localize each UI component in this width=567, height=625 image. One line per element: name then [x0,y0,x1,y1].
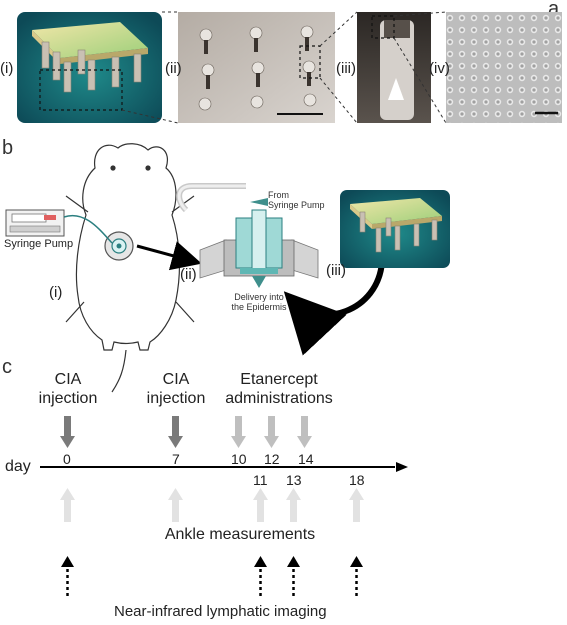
label-a-ii: (ii) [165,60,182,77]
label-a-iii: (iii) [336,60,356,77]
cia-injection-label-2: CIA injection [146,371,206,407]
from-syringe-pump-label: From Syringe Pump [268,190,325,210]
etanercept-label: Etanercept administrations [225,371,333,407]
axis-arrowhead [396,462,408,472]
panel-c-letter: c [2,356,12,378]
label-b-i: (i) [49,284,63,301]
sem-image-a-ii [178,12,335,123]
day-18: 18 [349,472,365,488]
label-a-iv: (iv) [429,60,450,77]
zoom-connectors-a [121,11,447,124]
day-14: 14 [298,451,314,467]
day-7: 7 [172,451,180,467]
day-11: 11 [253,472,268,488]
syringe-pump-label: Syringe Pump [4,238,74,250]
sem-image-a-iii [357,12,431,123]
cia-injection-label-1: CIA injection [38,371,98,407]
label-b-ii: (ii) [180,266,197,283]
syringe-pump [5,209,65,237]
etanercept-arrow-day-10 [231,416,246,448]
ankle-arrows [60,488,364,522]
day-axis-label: day [5,458,31,475]
patch-image-a-i [17,12,162,123]
device-cross-section [176,183,319,288]
nir-arrows [66,566,358,596]
tubing-line [63,214,113,244]
etanercept-arrow-day-14 [297,416,312,448]
arrow-to-device [136,241,202,271]
label-b-iii: (iii) [326,262,346,279]
panel-a-letter: a [548,0,560,20]
nir-imaging-label: Near-infrared lymphatic imaging [114,603,327,620]
patch-image-b-iii [340,190,450,268]
cia-arrow-day-7 [168,416,183,448]
day-10: 10 [231,451,247,467]
patch-on-mouse [104,231,134,261]
delivery-label: Delivery into the Epidermis [231,292,287,312]
day-13: 13 [286,472,302,488]
sem-image-a-iv [446,12,562,123]
day-0: 0 [63,451,71,467]
cia-arrow-day-0 [60,416,75,448]
day-12: 12 [264,451,280,467]
panel-b-letter: b [2,137,14,159]
label-a-i: (i) [0,60,14,77]
ankle-measurements-label: Ankle measurements [164,526,316,543]
arrow-patch-to-device [283,261,385,356]
etanercept-arrow-day-12 [264,416,279,448]
mouse-illustration [65,143,195,393]
